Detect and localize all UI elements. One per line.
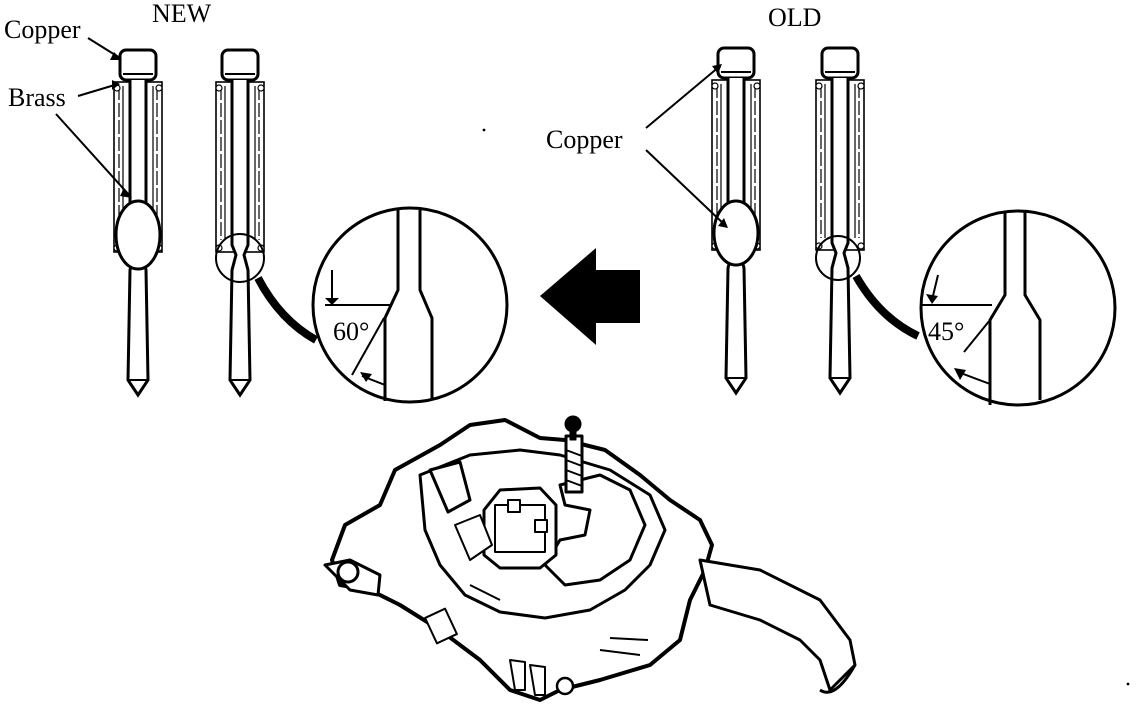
copper-label-old: Copper <box>546 125 623 154</box>
old-heading: OLD <box>768 3 821 32</box>
old-detail-magnifier: 45° <box>815 209 1117 407</box>
left-arrow-icon <box>540 248 640 345</box>
old-callouts: Copper <box>546 64 728 228</box>
new-heading: NEW <box>152 0 212 28</box>
brass-label-new: Brass <box>8 83 66 112</box>
old-pin-plain <box>814 46 866 395</box>
scan-dot <box>1126 682 1130 686</box>
new-angle-label: 60° <box>333 317 369 346</box>
new-pin-plain <box>214 48 266 397</box>
new-detail-magnifier: 60° <box>215 206 509 404</box>
old-pin-crimped <box>710 46 762 395</box>
scan-dot <box>482 128 486 132</box>
new-pin-crimped <box>112 48 164 397</box>
new-label-group: NEW <box>152 0 212 28</box>
old-angle-label: 45° <box>928 317 964 346</box>
new-callouts: Copper Brass <box>4 15 132 198</box>
old-label-group: OLD <box>768 3 821 32</box>
copper-label-new: Copper <box>4 15 81 44</box>
switch-assembly-illustration <box>323 415 857 702</box>
